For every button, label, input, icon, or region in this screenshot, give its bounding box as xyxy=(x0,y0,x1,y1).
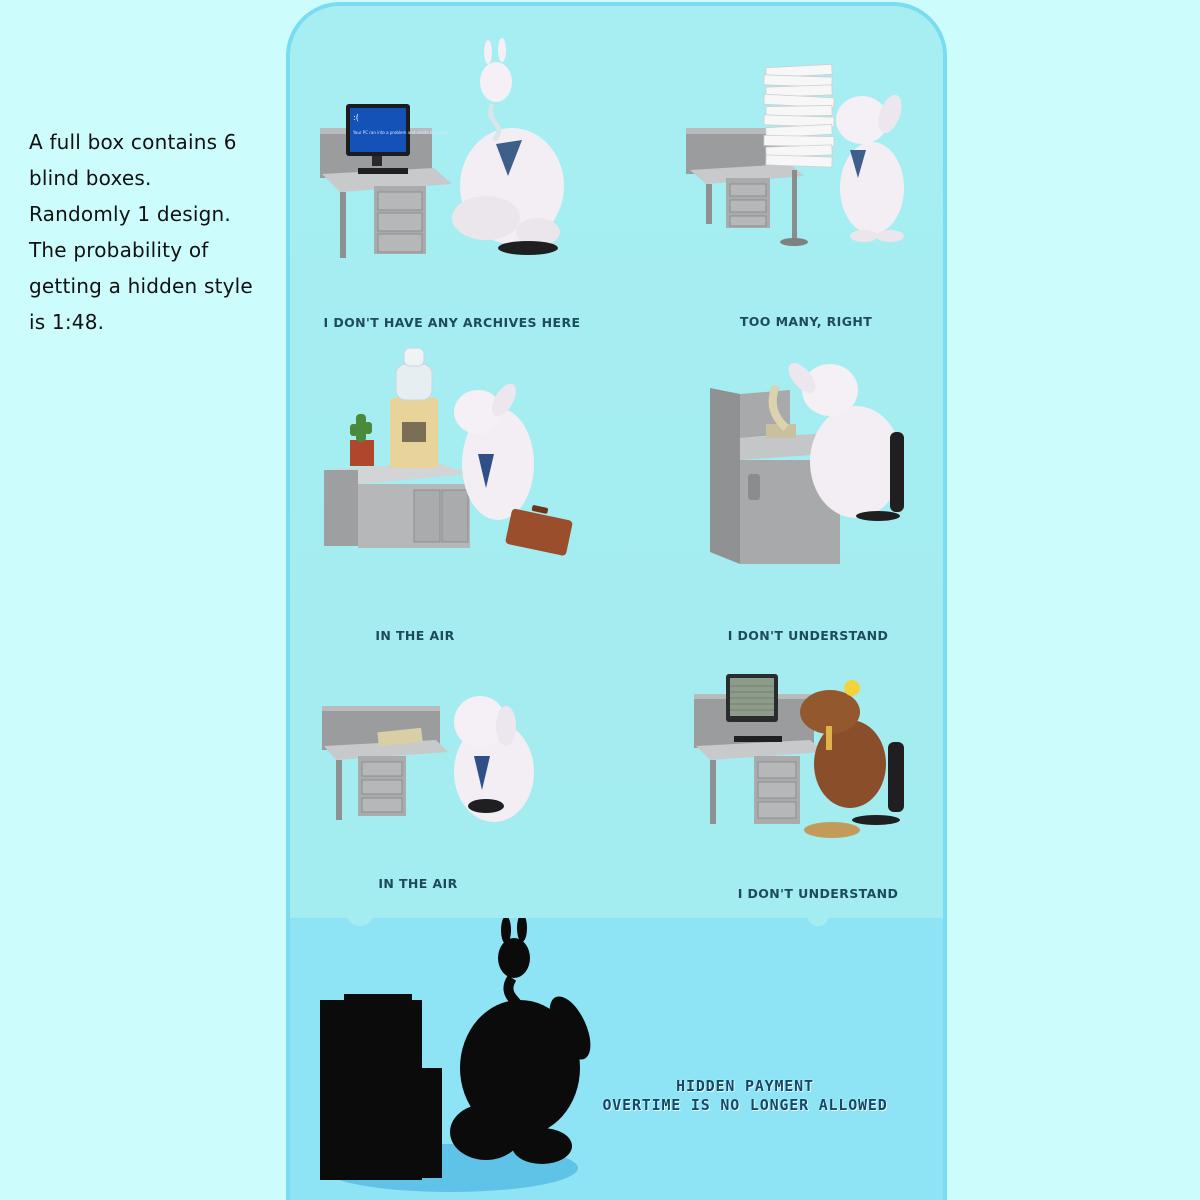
product-panel: :( Your PC ran into a problem and needs … xyxy=(286,2,947,1200)
intro-line: is 1:48. xyxy=(29,310,105,334)
figure-5-illustration xyxy=(322,696,534,822)
hidden-title-line-2: OVERTIME IS NO LONGER ALLOWED xyxy=(602,1096,888,1114)
figure-label-4: I DON'T UNDERSTAND xyxy=(727,628,889,643)
error-screen-text: Your PC ran into a problem and needs to … xyxy=(352,130,450,135)
intro-line: getting a hidden style xyxy=(29,274,253,298)
figure-1-illustration: :( Your PC ran into a problem and needs … xyxy=(320,38,564,258)
figure-card-3 xyxy=(318,344,618,584)
figure-4-illustration xyxy=(710,363,904,564)
hidden-silhouette xyxy=(320,918,828,1192)
hidden-style-title: HIDDEN PAYMENT OVERTIME IS NO LONGER ALL… xyxy=(580,1077,910,1115)
figure-3-illustration xyxy=(324,347,573,556)
figure-card-6 xyxy=(690,666,943,906)
figure-label-3: IN THE AIR xyxy=(375,628,455,643)
intro-line: The probability of xyxy=(29,238,209,262)
figure-card-5 xyxy=(318,690,618,930)
hidden-section xyxy=(290,918,943,1200)
figure-6-illustration xyxy=(694,674,904,838)
intro-line: A full box contains 6 xyxy=(29,130,237,154)
svg-text::(: :( xyxy=(353,113,359,122)
figure-2-illustration xyxy=(686,63,904,246)
figure-label-2: TOO MANY, RIGHT xyxy=(739,314,873,329)
hidden-title-line-1: HIDDEN PAYMENT xyxy=(676,1077,814,1095)
figure-card-1: :( Your PC ran into a problem and needs … xyxy=(316,36,616,276)
figure-card-4 xyxy=(706,342,943,582)
intro-line: blind boxes. xyxy=(29,166,152,190)
figure-label-6: I DON'T UNDERSTAND xyxy=(737,886,899,901)
intro-text: A full box contains 6 blind boxes. Rando… xyxy=(29,124,269,340)
figure-card-2 xyxy=(686,58,943,298)
intro-line: Randomly 1 design. xyxy=(29,202,231,226)
figure-label-5: IN THE AIR xyxy=(378,876,458,891)
figure-label-1: I DON'T HAVE ANY ARCHIVES HERE xyxy=(323,315,581,330)
